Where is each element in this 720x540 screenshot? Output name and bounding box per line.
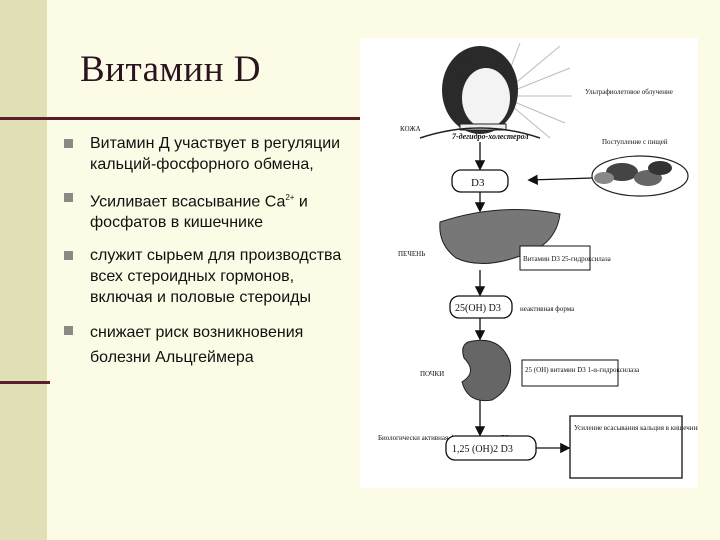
skin-label: КОЖА	[400, 125, 421, 133]
kidney-enzyme-box	[521, 359, 619, 387]
precursor-label: 7-дегидро-холестерол	[452, 132, 529, 141]
liver-label: ПЕЧЕНЬ	[398, 250, 425, 258]
title-divider	[0, 117, 370, 120]
bullet-text: Усиливает всасывание Са	[90, 193, 286, 211]
bullet-item: Усиливает всасывание Са2+ и фосфатов в к…	[62, 187, 352, 233]
pathway-arrows	[474, 142, 593, 454]
kidney-icon	[461, 339, 512, 402]
d3-box	[451, 169, 509, 193]
oh-d3-box	[449, 295, 513, 319]
side-divider	[0, 381, 50, 384]
slide-title: Витамин D	[80, 49, 262, 90]
effects-box	[569, 415, 683, 479]
kidney-label: ПОЧКИ	[420, 370, 444, 378]
kidney-enzyme-label: 25 (OH) витамин D3 1-α-гидроксилаза	[525, 366, 640, 374]
bullet-list: Витамин Д участвует в регуляции кальций-…	[62, 133, 352, 382]
final-label: 1,25 (OH)2 D3	[452, 444, 513, 455]
vitamin-d-pathway-figure: Ультрафиолетовое облучение КОЖА 7-дегидр…	[360, 38, 698, 488]
left-decor-bar	[0, 0, 47, 540]
liver-enzyme-box	[519, 245, 591, 271]
effects-label: Усиление всасывания кальция в кишечнике …	[574, 424, 698, 432]
charge-superscript: 2+	[285, 193, 295, 202]
bullet-item: Витамин Д участвует в регуляции кальций-…	[62, 133, 352, 175]
oh-d3-label: 25(OH) D3	[455, 303, 501, 314]
bullet-item: снижает риск возникновения болезни Альцг…	[62, 320, 352, 370]
liver-enzyme-label: Витамин D3 25-гидроксилаза	[523, 255, 612, 263]
pathway-diagram: Ультрафиолетовое облучение КОЖА 7-дегидр…	[378, 42, 698, 479]
uv-label: Ультрафиолетовое облучение	[585, 88, 673, 96]
bullet-item: служит сырьем для производства всех стер…	[62, 245, 352, 308]
inactive-label: неактивная форма	[520, 305, 575, 313]
person-head-icon	[419, 46, 541, 139]
d3-label: D3	[471, 177, 485, 189]
final-box	[445, 435, 537, 461]
food-label: Поступление с пищей	[602, 138, 668, 146]
active-form-label: Биологически активная форма витамина D3	[378, 434, 510, 442]
food-plate-icon	[591, 155, 689, 197]
bullet-text: и фосфатов в кишечнике	[90, 193, 308, 232]
